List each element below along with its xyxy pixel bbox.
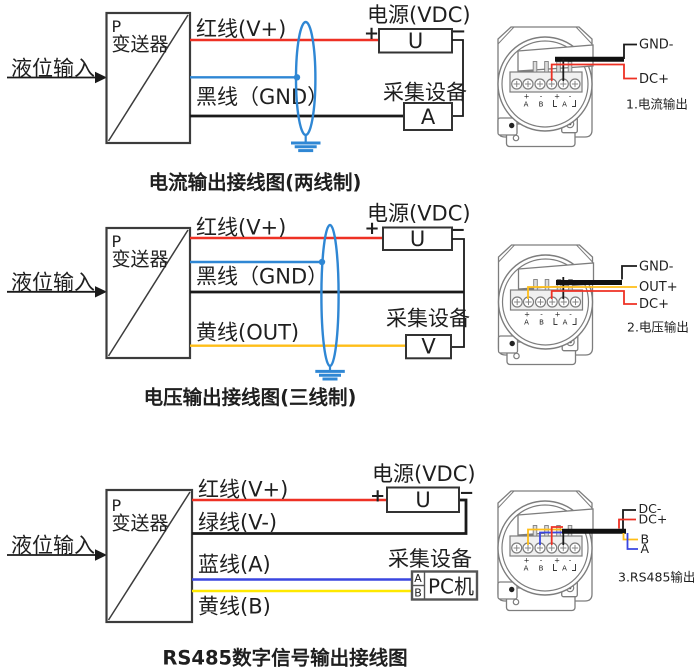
power-title: 电源(VDC) — [367, 3, 471, 27]
lead-red — [550, 63, 637, 81]
transmitter-name: 变送器 — [112, 34, 169, 56]
black-wire-label: 黑线（GND） — [196, 265, 328, 289]
lead-label: A — [641, 541, 650, 556]
power-unit: U — [415, 488, 430, 512]
transmitter-p: P — [112, 496, 122, 515]
lead-label: DC+ — [639, 512, 668, 527]
section-voltage-output: 液位输入 P 变送器 红线(V+) 黑线（GND） 黄线(OUT) 电源(VDC… — [7, 202, 689, 409]
yellow-wire-label: 黄线(B) — [198, 595, 271, 619]
input-arrow-head — [95, 549, 107, 561]
caption: 电压输出接线图(三线制) — [144, 386, 357, 409]
lead-black-out — [622, 509, 636, 530]
input-label: 液位输入 — [11, 271, 95, 295]
caption: 电流输出接线图(两线制) — [149, 171, 362, 194]
collector-unit: V — [421, 335, 436, 359]
collector-unit: PC机 — [428, 575, 474, 599]
collector-title: 采集设备 — [386, 307, 470, 331]
input-arrow-head — [95, 286, 107, 298]
lead-black-out — [621, 265, 637, 280]
pc-port-a: A — [414, 572, 422, 585]
input-label: 液位输入 — [11, 57, 95, 81]
ground-symbol — [315, 366, 345, 381]
blue-wire-label: 蓝线(A) — [198, 553, 271, 577]
plus-sign: + — [364, 218, 379, 239]
input-label: 液位输入 — [11, 534, 95, 558]
minus-sign: − — [459, 483, 474, 504]
housing-note: 1.电流输出 — [626, 97, 688, 112]
ground-symbol — [291, 135, 321, 153]
transmitter-p: P — [112, 232, 122, 251]
lead-red — [550, 526, 563, 545]
transmitter-name: 变送器 — [112, 249, 169, 271]
collector-title: 采集设备 — [388, 547, 472, 571]
return-loop — [451, 238, 465, 348]
power-title: 电源(VDC) — [367, 202, 471, 226]
return-loop — [452, 39, 464, 117]
lead-blue — [539, 531, 563, 545]
lead-label: B — [641, 532, 650, 547]
housing-note: 2.电压输出 — [627, 320, 689, 335]
green-wire — [192, 498, 468, 535]
lead-red-out — [618, 518, 636, 529]
lead-yellow-out — [622, 533, 638, 541]
input-arrow-head — [95, 71, 107, 84]
red-wire-label: 红线(V+) — [196, 216, 286, 240]
collector-unit: A — [421, 105, 436, 129]
lead-red — [550, 290, 637, 305]
pc-box — [410, 570, 479, 601]
pc-port-b: B — [414, 587, 422, 600]
lead-label: GND- — [639, 260, 674, 275]
black-wire-label: 黑线（GND） — [196, 85, 328, 109]
transmitter-diagonal — [107, 14, 189, 142]
caption: RS485数字信号输出接线图 — [162, 647, 407, 670]
lead-label: GND- — [639, 38, 674, 53]
plus-sign: + — [370, 486, 385, 507]
lead-label: DC+ — [639, 72, 669, 87]
transmitter-p: P — [112, 17, 122, 36]
transmitter-diagonal — [107, 229, 189, 357]
lead-yellow — [527, 286, 637, 299]
red-wire-label: 红线(V+) — [196, 17, 286, 41]
green-wire-label: 绿线(V-) — [198, 511, 277, 535]
power-unit: U — [410, 227, 425, 251]
minus-sign: − — [451, 21, 466, 42]
transmitter-diagonal — [107, 491, 191, 621]
collector-box — [405, 334, 452, 360]
minus-sign: − — [450, 220, 465, 241]
collector-title: 采集设备 — [383, 81, 467, 105]
power-box — [386, 486, 460, 513]
red-wire-label: 红线(V+) — [198, 478, 288, 502]
transmitter-name: 变送器 — [112, 513, 169, 535]
yellow-wire-label: 黄线(OUT) — [196, 321, 299, 345]
lead-label: DC+ — [639, 297, 669, 312]
power-unit: U — [408, 29, 423, 53]
plus-sign: + — [364, 23, 379, 44]
collector-box — [403, 102, 453, 131]
housing-note: 3.RS485输出 — [618, 570, 694, 585]
power-title: 电源(VDC) — [372, 462, 476, 486]
lead-label: DC- — [639, 501, 662, 516]
lead-label: OUT+ — [639, 280, 678, 295]
section-current-output: 液位输入 P 变送器 红线(V+) 黑线（GND） 电源(VDC) U + − … — [7, 3, 688, 194]
lead-blue-out — [626, 533, 638, 550]
lead-black-out — [623, 43, 637, 59]
section-rs485-output: 液位输入 P 变送器 红线(V+) 绿线(V-) 蓝线(A) 黄线(B) 电源(… — [7, 462, 694, 670]
